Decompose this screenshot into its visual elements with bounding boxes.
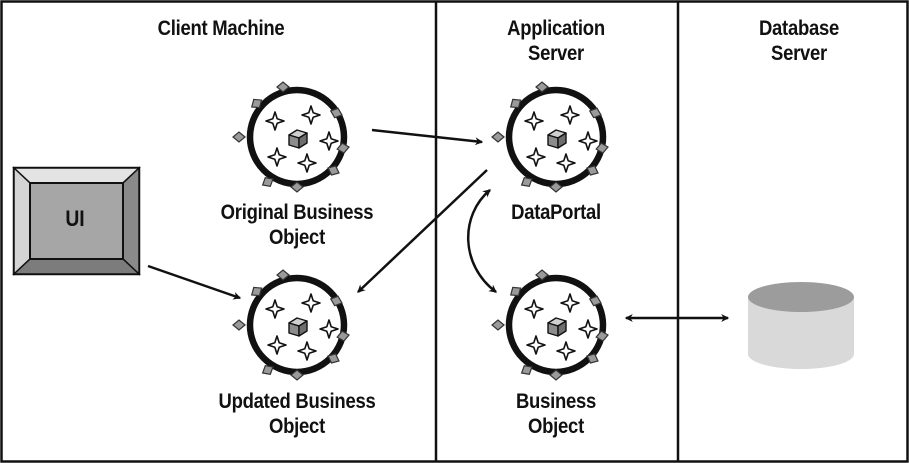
original-business-object-label-line1: Original Business [220,201,374,224]
arrow-original-to-dataportal [371,128,484,146]
ui-box [12,166,141,276]
arrow-ui-to-updated [147,264,242,300]
updated-business-object-icon [233,270,350,380]
arrow-dataportal-business-object [467,189,497,293]
business-object-label-line1: Business [515,390,597,413]
client-machine-heading: Client Machine [157,17,285,40]
dataportal-label: DataPortal [511,201,601,224]
original-business-object-label-line2: Object [269,226,325,249]
application-server-heading-line1: Application [507,17,605,40]
application-server-heading-line2: Server [528,42,584,65]
updated-business-object-label-line2: Object [269,415,325,438]
database-server-heading-line1: Database [758,17,840,40]
original-business-object-icon [233,82,350,192]
arrow-dataportal-to-updated [357,169,488,293]
dataportal-icon [492,82,609,192]
business-object-label-line2: Object [528,415,584,438]
updated-business-object-label-line1: Updated Business [218,390,376,413]
database-server-heading-line2: Server [771,42,827,65]
ui-label: UI [65,206,85,231]
database-cylinder-icon [748,282,854,369]
business-object-icon [492,270,609,380]
